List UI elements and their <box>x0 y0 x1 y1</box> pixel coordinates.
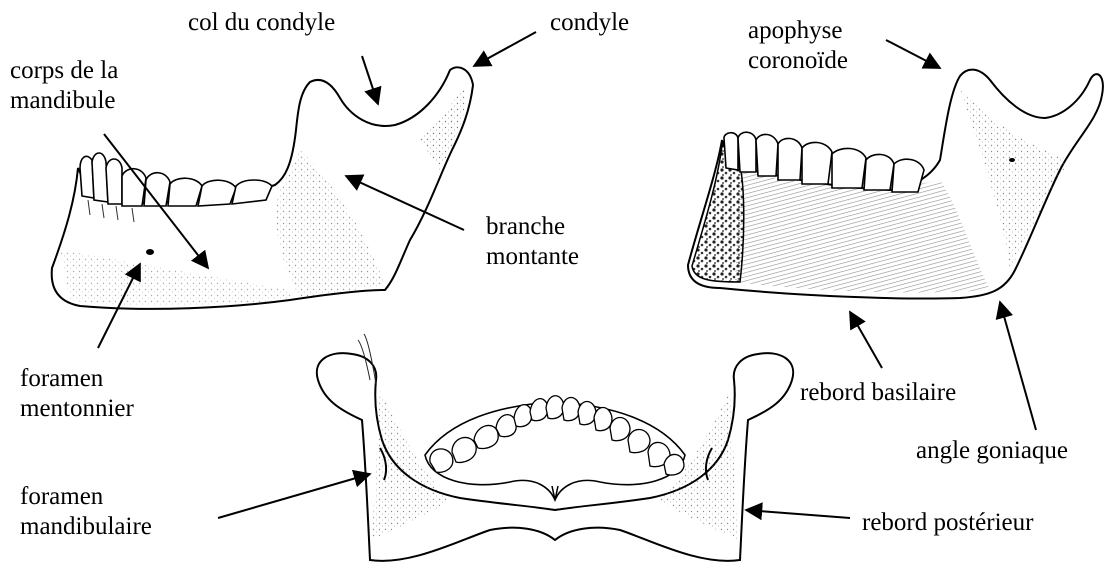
arrow-foramen-mandibulaire <box>218 474 370 518</box>
mental-foramen-mark <box>146 249 154 255</box>
arrow-rebord-posterieur <box>746 510 850 518</box>
mandible-medial-view <box>688 70 1103 299</box>
lower-teeth-lateral <box>80 153 272 206</box>
label-apophyse-coronoide: apophyse coronoïde <box>748 16 848 76</box>
label-angle-goniaque: angle goniaque <box>916 436 1068 466</box>
label-corps-de-la-mandibule: corps de la mandibule <box>10 56 118 116</box>
label-rebord-basilaire: rebord basilaire <box>800 378 956 408</box>
arrow-rebord-basilaire <box>850 312 882 368</box>
label-foramen-mandibulaire: foramen mandibulaire <box>20 482 152 542</box>
label-branche-montante: branche montante <box>486 212 579 272</box>
label-col-du-condyle: col du condyle <box>188 8 335 38</box>
label-condyle: condyle <box>550 8 629 38</box>
arrow-col-du-condyle <box>362 56 378 104</box>
mandible-posterior-view <box>317 334 793 561</box>
arrow-apophyse-coronoide <box>886 40 940 68</box>
arrow-condyle <box>474 32 536 66</box>
label-foramen-mentonnier: foramen mentonnier <box>20 364 134 424</box>
arrow-angle-goniaque <box>1000 302 1036 430</box>
label-rebord-posterieur: rebord postérieur <box>862 508 1033 538</box>
